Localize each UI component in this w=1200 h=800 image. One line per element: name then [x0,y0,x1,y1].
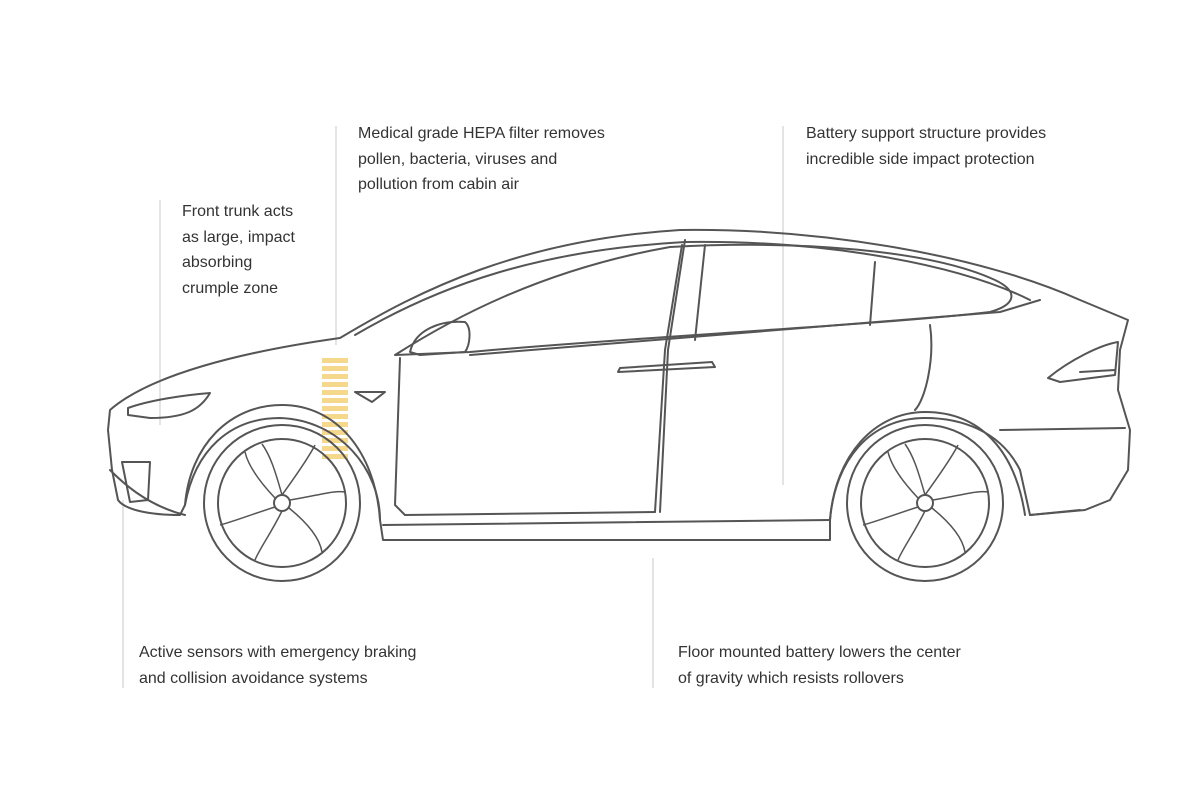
callout-active-sensors: Active sensors with emergency braking an… [139,640,416,691]
callout-line: as large, impact [182,228,295,246]
callout-battery-structure: Battery support structure provides incre… [806,121,1046,172]
callout-line: and collision avoidance systems [139,669,368,687]
rear-wheel [846,424,1004,582]
callout-line: Front trunk acts [182,203,294,220]
callout-line: crumple zone [182,279,279,297]
car-body [107,228,1131,541]
callout-line: Active sensors with emergency braking [139,644,417,661]
callout-line: pollen, bacteria, viruses and [358,150,558,168]
callout-hepa-filter: Medical grade HEPA filter removes pollen… [358,121,605,198]
crumple-zone-highlight [322,358,348,459]
leader-lines [122,126,784,688]
callout-line: Battery support structure provides [806,125,1047,142]
callout-line: Floor mounted battery lowers the center [678,644,961,661]
callout-front-trunk: Front trunk acts as large, impact absorb… [182,199,295,301]
front-wheel [203,424,361,582]
callout-line: pollution from cabin air [358,176,519,193]
callout-line: Medical grade HEPA filter removes [358,125,605,142]
callout-line: of gravity which resists rollovers [678,669,904,687]
callout-line: absorbing [182,254,253,271]
callout-floor-battery: Floor mounted battery lowers the center … [678,640,961,691]
callout-line: incredible side impact protection [806,150,1035,168]
